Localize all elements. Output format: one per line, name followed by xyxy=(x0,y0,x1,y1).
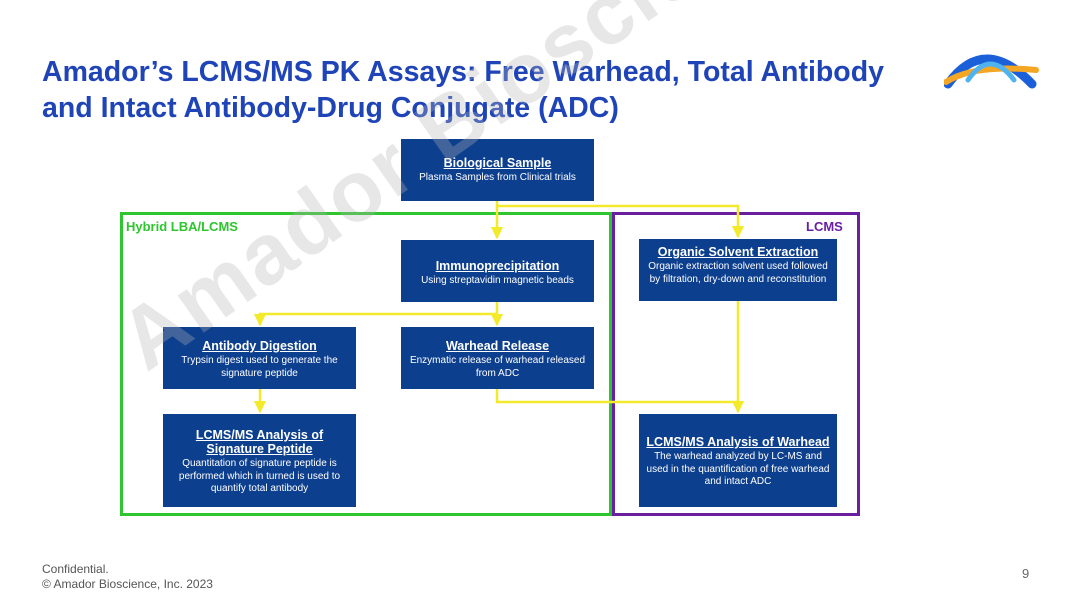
biological-sample-heading: Biological Sample xyxy=(443,156,552,170)
lcms-label: LCMS xyxy=(806,219,843,234)
lcms-region xyxy=(612,212,860,516)
biological-sample-node: Biological Sample Plasma Samples from Cl… xyxy=(401,139,594,201)
antibody-digestion-heading: Antibody Digestion xyxy=(202,339,317,353)
organic-solvent-extraction-heading: Organic Solvent Extraction xyxy=(657,245,819,259)
antibody-digestion-detail: Trypsin digest used to generate the sign… xyxy=(181,355,338,379)
immunoprecipitation-detail: Using streptavidin magnetic beads xyxy=(421,275,574,286)
warhead-release-heading: Warhead Release xyxy=(445,339,550,353)
warhead-release-node: Warhead Release Enzymatic release of war… xyxy=(401,327,594,389)
warhead-analysis-detail: The warhead analyzed by LC-MS and used i… xyxy=(646,451,830,487)
connector-sample-branch xyxy=(495,201,745,239)
signature-peptide-analysis-heading: LCMS/MS Analysis of Signature Peptide xyxy=(195,428,324,456)
hybrid-lba-lcms-label: Hybrid LBA/LCMS xyxy=(126,219,238,234)
footer-confidential: Confidential. xyxy=(42,562,109,576)
immunoprecipitation-node: Immunoprecipitation Using streptavidin m… xyxy=(401,240,594,302)
immunoprecipitation-heading: Immunoprecipitation xyxy=(435,259,560,273)
signature-peptide-analysis-node: LCMS/MS Analysis of Signature Peptide Qu… xyxy=(163,414,356,507)
warhead-release-detail: Enzymatic release of warhead released fr… xyxy=(409,355,586,379)
antibody-digestion-node: Antibody Digestion Trypsin digest used t… xyxy=(163,327,356,389)
organic-solvent-extraction-detail: Organic extraction solvent used followed… xyxy=(648,261,828,285)
page-number: 9 xyxy=(1022,566,1030,581)
warhead-analysis-heading: LCMS/MS Analysis of Warhead xyxy=(646,435,830,449)
connector-release-warhead xyxy=(495,389,738,404)
biological-sample-detail: Plasma Samples from Clinical trials xyxy=(419,172,576,183)
footer-copyright: © Amador Bioscience, Inc. 2023 xyxy=(42,577,213,591)
arch-logo-icon xyxy=(944,54,1039,89)
warhead-analysis-node: LCMS/MS Analysis of Warhead The warhead … xyxy=(639,414,837,507)
connector-immuno-branch xyxy=(253,302,499,327)
organic-solvent-extraction-node: Organic Solvent Extraction Organic extra… xyxy=(639,239,837,301)
hybrid-lba-lcms-region xyxy=(120,212,612,516)
signature-peptide-analysis-detail: Quantitation of signature peptide is per… xyxy=(178,458,341,494)
slide-title: Amador’s LCMS/MS PK Assays: Free Warhead… xyxy=(42,56,884,124)
